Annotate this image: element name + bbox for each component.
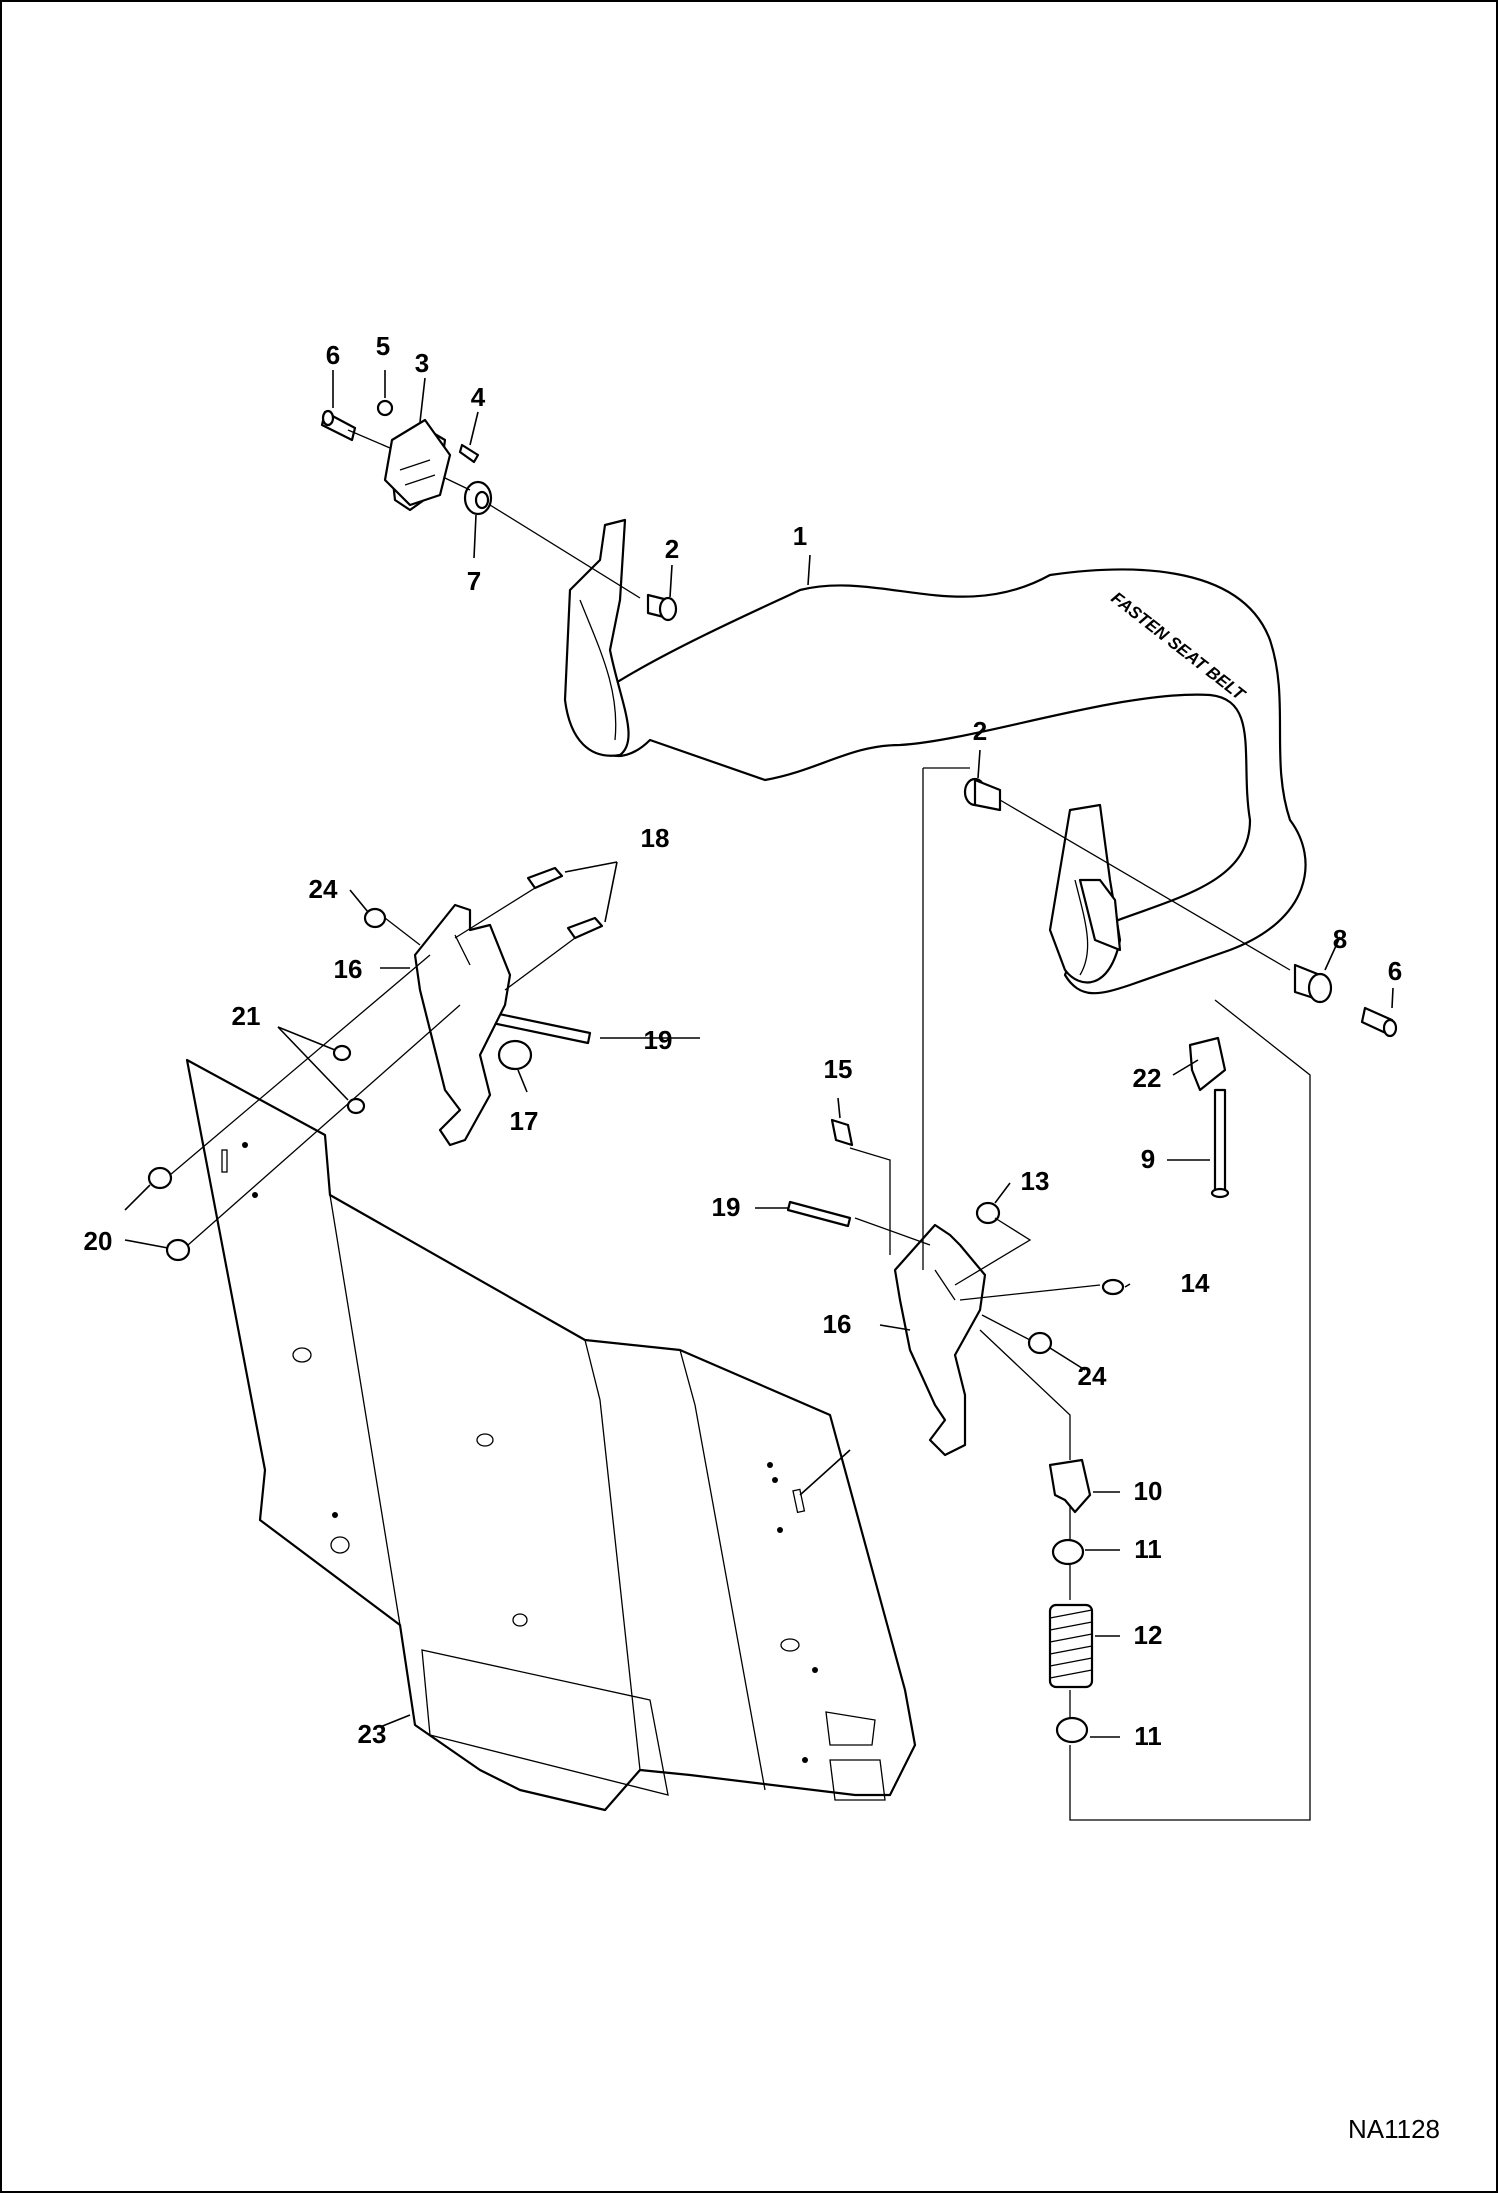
bushing-7 <box>463 480 493 516</box>
spacer-8 <box>1293 963 1333 1004</box>
callout-11-lower: 11 <box>1134 1721 1162 1751</box>
callout-2-upper: 2 <box>665 534 679 564</box>
seat-bar: FASTEN SEAT BELT <box>563 518 1307 995</box>
callout-2-right: 2 <box>973 716 987 746</box>
callout-20: 20 <box>84 1226 113 1256</box>
callout-6-upper: 6 <box>326 340 340 370</box>
callout-6-right: 6 <box>1388 956 1402 986</box>
callout-24-left: 24 <box>309 874 338 904</box>
callout-3: 3 <box>415 348 429 378</box>
rod-9 <box>1210 1088 1230 1199</box>
callout-11-upper: 11 <box>1134 1534 1162 1564</box>
callout-9: 9 <box>1141 1144 1155 1174</box>
callout-5: 5 <box>376 331 390 361</box>
nut-24-right <box>1027 1331 1053 1355</box>
bolt-19-right <box>786 1200 852 1228</box>
washer-21-lower <box>346 1097 366 1115</box>
callout-17: 17 <box>510 1106 539 1136</box>
switch-bracket-3 <box>383 418 452 507</box>
callout-19-right: 19 <box>712 1192 741 1222</box>
callout-13: 13 <box>1021 1166 1050 1196</box>
spring-12 <box>1048 1603 1094 1689</box>
bolt-4 <box>458 443 480 464</box>
bracket-16-right <box>893 1223 987 1457</box>
callout-12: 12 <box>1134 1620 1163 1650</box>
bolt-18-lower <box>566 916 604 940</box>
callout-15: 15 <box>824 1054 853 1084</box>
washer-11-upper <box>1051 1538 1085 1566</box>
nut-20-upper <box>147 1166 173 1190</box>
washer-11-lower <box>1055 1716 1089 1744</box>
drawing-id: NA1128 <box>1348 2114 1440 2144</box>
callout-22: 22 <box>1133 1063 1162 1093</box>
callout-4: 4 <box>471 382 486 412</box>
callout-1: 1 <box>793 521 807 551</box>
clevis-10 <box>1048 1458 1092 1514</box>
bracket-16-left <box>413 903 512 1147</box>
callout-16-right: 16 <box>823 1309 852 1339</box>
bolt-18-upper <box>526 866 564 890</box>
callouts: 1 2 2 3 4 5 6 6 7 8 9 10 11 11 12 13 14 … <box>84 331 1403 1751</box>
nut-13 <box>975 1201 1001 1225</box>
side-panel <box>185 1058 917 1812</box>
seat-bar-mount-right <box>1078 878 1122 952</box>
callout-10: 10 <box>1134 1476 1163 1506</box>
callout-7: 7 <box>467 566 481 596</box>
bushing-6-right <box>1360 1006 1398 1038</box>
nut-20-lower <box>165 1238 191 1262</box>
callout-19-left: 19 <box>644 1025 673 1055</box>
nut-5 <box>376 399 394 417</box>
pin-15 <box>830 1118 854 1147</box>
leader-lines <box>124 370 1394 1821</box>
bushing-17 <box>497 1039 533 1071</box>
bushing-6-upper <box>320 409 357 442</box>
spacer-2-right <box>963 777 1002 812</box>
clip-22 <box>1188 1036 1227 1092</box>
callout-21: 21 <box>232 1001 261 1031</box>
washer-21-upper <box>332 1044 352 1062</box>
callout-23: 23 <box>358 1719 387 1749</box>
callout-24-right: 24 <box>1078 1361 1107 1391</box>
callout-18: 18 <box>641 823 670 853</box>
clip-14 <box>1101 1278 1125 1296</box>
callout-8: 8 <box>1333 924 1347 954</box>
spacer-2-upper <box>646 593 678 622</box>
callout-14: 14 <box>1181 1268 1210 1298</box>
callout-16-left: 16 <box>334 954 363 984</box>
